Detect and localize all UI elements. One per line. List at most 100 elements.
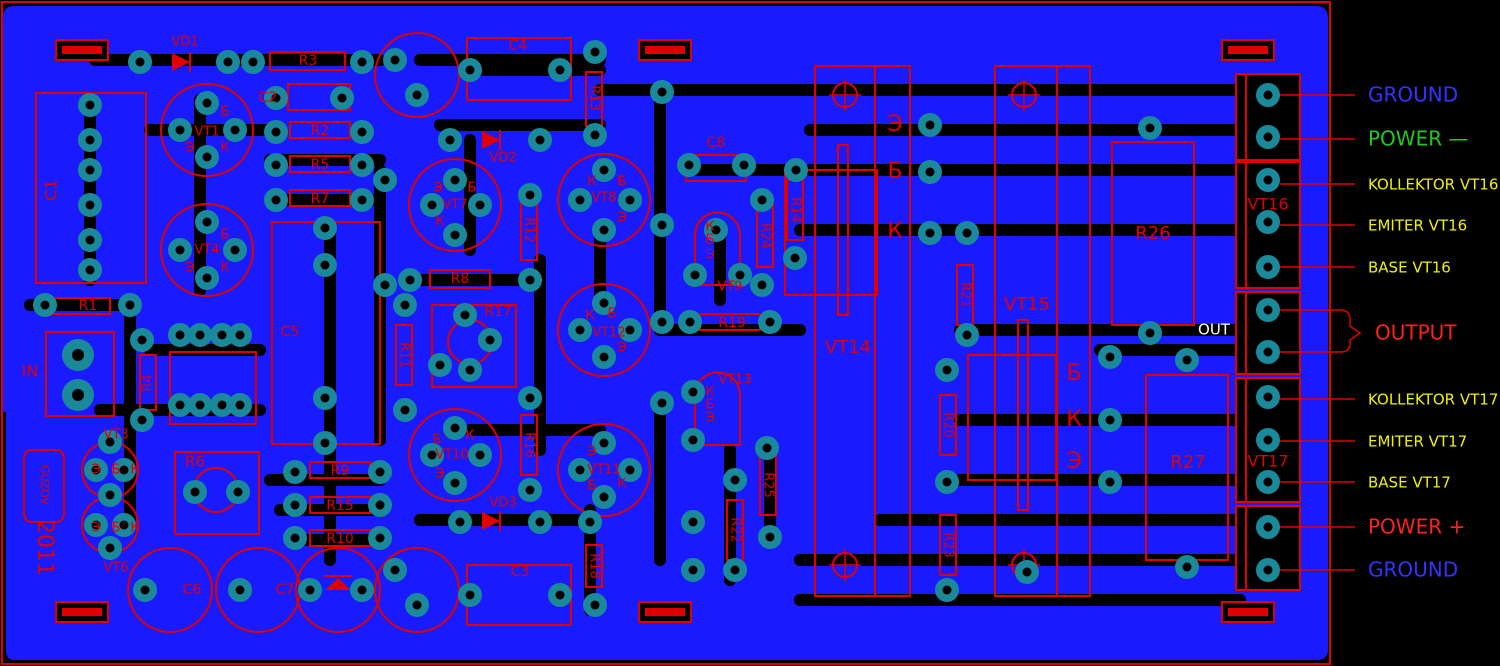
pad-hole [230,125,240,135]
transistor-body [557,423,651,517]
pad-hole [575,325,585,335]
vt14-die [837,144,849,316]
pad-hole [1145,123,1155,133]
pad-hole [85,135,95,145]
pad-hole [599,165,609,175]
pad-hole [1263,435,1273,445]
component-label: R6 [185,453,205,471]
out-pad-label: OUT [1198,321,1231,339]
pad-hole [290,467,300,477]
pin-letter: К [705,385,714,400]
pad-hole [412,90,422,100]
component-label: R2 [311,123,330,139]
pad-hole [1263,217,1273,227]
vt15-tab [994,65,1058,597]
pad-hole [140,585,150,595]
pad-hole [119,520,129,530]
pad-hole [223,57,233,67]
pad-hole [690,270,700,280]
vt15-pin-k: К [1066,407,1082,432]
pad-hole [525,275,535,285]
electrolytic-cap [295,547,381,633]
transistor-body [408,158,502,252]
mounting-slot-fill [1228,46,1268,54]
pad-hole [217,330,227,340]
pad-hole [657,87,667,97]
pad-hole [585,517,595,527]
pad-hole [337,93,347,103]
pin-letter: Б [618,175,627,190]
pad-hole [625,325,635,335]
pad-hole [271,93,281,103]
electrolytic-cap [127,547,213,633]
pad-hole [1105,352,1115,362]
pad-hole [599,438,609,448]
component-label: VT1 [194,125,219,140]
pad-hole [248,57,258,67]
pad-hole [195,400,205,410]
pad-hole [235,585,245,595]
pad-hole [1263,132,1273,142]
pad-hole [1263,565,1273,575]
pad-hole [217,400,227,410]
component-label: VT14 [825,337,871,358]
component-label: C6 [183,582,202,598]
vt15-pin-b: Б [1066,361,1081,386]
board-cutout [6,412,80,612]
component-label: VT17 [1247,452,1288,471]
resistor-body [289,189,351,207]
pad-hole [175,400,185,410]
component-label: C4 [509,38,528,54]
pad-hole [290,533,300,543]
pad-hole [535,517,545,527]
pad-hole [525,485,535,495]
pad-hole [85,200,95,210]
pin-letter: Б [112,463,121,478]
pad-hole [657,317,667,327]
pad-hole [1022,567,1032,577]
pad-hole [390,55,400,65]
mounting-slot-fill [62,608,102,616]
pad-hole [1105,477,1115,487]
resistor-body [289,121,351,139]
pad-hole [465,65,475,75]
transistor-body [557,153,651,247]
component-label: R21 [958,282,973,308]
component-label: R24 [758,223,773,249]
pad-hole [195,330,205,340]
pad-hole [1182,562,1192,572]
pad-hole [535,135,545,145]
pad-hole [688,435,698,445]
pin-letter: Э [91,521,100,536]
component-label: R19 [718,315,746,331]
year-label: 2011 [32,520,57,576]
electrolytic-cap [374,32,460,118]
pad-hole [271,127,281,137]
pad-hole [599,492,609,502]
pad-hole [590,130,600,140]
pin-letter: Э [91,463,100,478]
pad-hole [105,543,115,553]
resistor-body [939,514,957,576]
component-label: R5 [311,157,330,173]
vt14-pin-b: Б [887,159,902,184]
pad-hole [575,195,585,205]
pad-hole [91,465,101,475]
pin-letter: Б [706,233,715,248]
pin-letter: Б [221,105,230,120]
pad-hole [235,400,245,410]
vt15-body [967,354,1057,481]
pad-hole [739,160,749,170]
pad-hole [450,175,460,185]
component-label: VD3 [489,496,516,511]
pad-hole [380,175,390,185]
edge-label: GROUND [1368,83,1458,107]
pin-letter: Э [435,467,444,482]
pin-letter: К [435,215,444,230]
pad-hole [400,300,410,310]
component-label: VT15 [1004,294,1050,315]
pad-hole [1263,477,1273,487]
